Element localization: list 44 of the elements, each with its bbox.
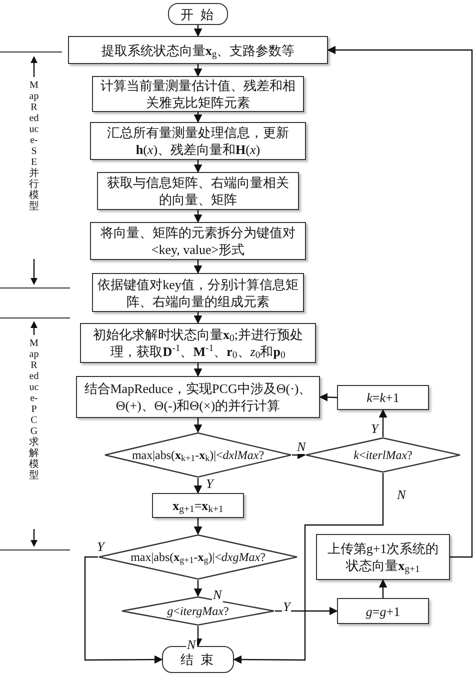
- arrow: [194, 363, 202, 377]
- arrow: [275, 606, 338, 616]
- process-box: 结合MapReduce，实现PCG中涉及Θ(·)、Θ(+)、Θ(-)和Θ(×)的并行计算: [76, 376, 320, 418]
- edge-label: N: [186, 638, 197, 652]
- process-box: g=g+1: [337, 598, 429, 624]
- edge-label: N: [212, 588, 223, 602]
- process-box: 上传第g+1次系统的状态向量x$_{g+1}$: [316, 534, 450, 580]
- arrow: [194, 580, 202, 597]
- process-box: 提取系统状态向量x$_{g}$、支路参数等: [68, 36, 328, 64]
- arrow: [194, 260, 202, 274]
- process-box: k=k+1: [337, 385, 429, 410]
- edge-label: Y: [282, 600, 292, 614]
- arrow: [194, 418, 202, 433]
- process-box: 汇总所有量测量处理信息，更新h(x)、残差向量和H(x): [90, 122, 306, 160]
- edge-label: Y: [96, 540, 106, 554]
- arrow: [194, 312, 202, 324]
- decision-diamond: max|abs(x$_{k+1}$-x$_{k}$)|<dxlMax?: [104, 432, 292, 478]
- section-label: MapReduce-SE并行模型: [29, 80, 39, 212]
- process-box: 将向量、矩阵的元素拆分为键值对<key, value>形式: [90, 222, 306, 260]
- arrow: [194, 210, 202, 223]
- arrow: [194, 478, 202, 494]
- arrow: [378, 579, 388, 598]
- decision-diamond: k<iterlMax?: [305, 437, 461, 473]
- process-box: x$_{g+1}$=x$_{k+1}$: [152, 493, 244, 518]
- arrow: [233, 473, 384, 664]
- process-box: 获取与信息矩阵、右端向量相关的向量、矩阵: [97, 172, 299, 210]
- arrow: [194, 160, 202, 173]
- edge-label: N: [396, 488, 407, 502]
- arrow: [194, 25, 202, 37]
- arrow: [319, 393, 338, 402]
- arrow: [327, 46, 473, 558]
- arrow: [194, 112, 202, 123]
- arrow: [84, 556, 163, 664]
- terminal-box: 开 始: [168, 3, 228, 25]
- process-box: 依据键值对key值，分别计算信息矩阵、右端向量的组成元素: [92, 273, 304, 312]
- arrow: [378, 409, 388, 437]
- edge-label: N: [296, 440, 307, 454]
- process-box: 计算当前量测量估计值、残差和相关雅克比矩阵元素: [92, 76, 304, 112]
- edge-label: Y: [370, 422, 380, 436]
- arrow: [194, 64, 202, 77]
- edge-label: Y: [205, 477, 214, 491]
- arrow: [194, 518, 202, 535]
- section-label: MapReduce-PCG求解模型: [29, 338, 39, 481]
- process-box: 初始化求解时状态向量x$_{0}$;并进行预处理，获取D$^{-1}$、M$^{-1}$、r$_{0}$、z$_{0}$和p$_{0}$: [80, 323, 316, 363]
